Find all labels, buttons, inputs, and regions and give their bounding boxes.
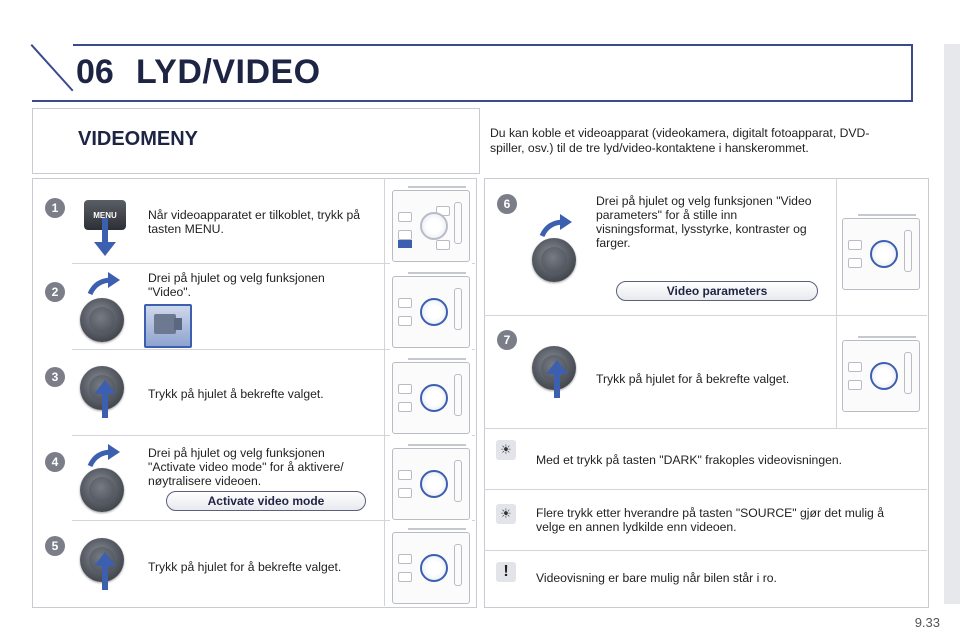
sun-tip-icon: ☀ — [496, 504, 516, 524]
side-bar — [944, 44, 960, 604]
step-number-5: 5 — [45, 536, 65, 556]
left-column-divider — [384, 178, 385, 606]
right-column-divider — [836, 178, 837, 428]
header-frame-bottom — [32, 100, 912, 102]
radio-panel-illustration — [390, 524, 472, 606]
radio-panel-illustration — [390, 268, 472, 350]
knob-icon — [80, 468, 124, 512]
step-text-5: Trykk på hjulet for å bekrefte valget. — [148, 560, 342, 574]
radio-panel-illustration — [840, 332, 922, 414]
rotate-arrow-icon — [539, 214, 572, 238]
step-divider — [72, 435, 475, 436]
step-divider — [484, 428, 927, 429]
step-number-1: 1 — [45, 198, 65, 218]
header-frame-diagonal — [30, 44, 74, 92]
page-number: 9.33 — [914, 615, 940, 630]
step-text-2: Drei på hjulet og velg funksjonen "Video… — [148, 271, 325, 299]
arrow-up-icon — [546, 360, 568, 398]
step-number-2: 2 — [45, 282, 65, 302]
step-divider — [484, 315, 927, 316]
step-number-6: 6 — [497, 194, 517, 214]
radio-panel-illustration — [390, 182, 472, 264]
step-divider — [72, 263, 475, 264]
knob-icon — [532, 238, 576, 282]
arrow-up-icon — [94, 380, 116, 418]
step-number-4: 4 — [45, 452, 65, 472]
step-divider — [72, 349, 475, 350]
tip-text-source: Flere trykk etter hverandre på tasten "S… — [536, 506, 885, 534]
step-number-3: 3 — [45, 367, 65, 387]
step-text-4: Drei på hjulet og velg funksjonen "Activ… — [148, 446, 344, 488]
step-text-3: Trykk på hjulet å bekrefte valget. — [148, 387, 324, 401]
arrow-up-icon — [94, 552, 116, 590]
section-intro: Du kan koble et videoapparat (videokamer… — [490, 126, 870, 155]
chapter-number: 06 — [76, 53, 114, 91]
tip-text-dark: Med et trykk på tasten "DARK" frakoples … — [536, 453, 843, 467]
radio-panel-illustration — [840, 210, 922, 292]
tip-divider — [484, 550, 927, 551]
warning-icon: ! — [496, 562, 516, 582]
step-text-7: Trykk på hjulet for å bekrefte valget. — [596, 372, 790, 386]
video-camera-icon — [144, 304, 192, 348]
page-title: LYD/VIDEO — [136, 53, 321, 91]
section-title-box — [32, 108, 480, 174]
sun-tip-icon: ☀ — [496, 440, 516, 460]
step-text-1: Når videoapparatet er tilkoblet, trykk p… — [148, 208, 361, 236]
step-divider — [72, 520, 475, 521]
warning-text: Videovisning er bare mulig når bilen stå… — [536, 571, 777, 585]
header-frame-top — [73, 44, 913, 46]
radio-panel-illustration — [390, 440, 472, 522]
rotate-arrow-icon — [87, 444, 120, 468]
header-frame-right — [911, 44, 913, 102]
rotate-arrow-icon — [87, 272, 120, 296]
section-title: VIDEOMENY — [78, 128, 199, 150]
radio-panel-illustration — [390, 354, 472, 436]
video-parameters-pill: Video parameters — [616, 281, 818, 301]
step-text-6: Drei på hjulet og velg funksjonen "Video… — [596, 194, 812, 250]
arrow-down-icon — [94, 218, 116, 256]
knob-icon — [80, 298, 124, 342]
activate-video-mode-pill: Activate video mode — [166, 491, 366, 511]
step-number-7: 7 — [497, 330, 517, 350]
tip-divider — [484, 489, 927, 490]
